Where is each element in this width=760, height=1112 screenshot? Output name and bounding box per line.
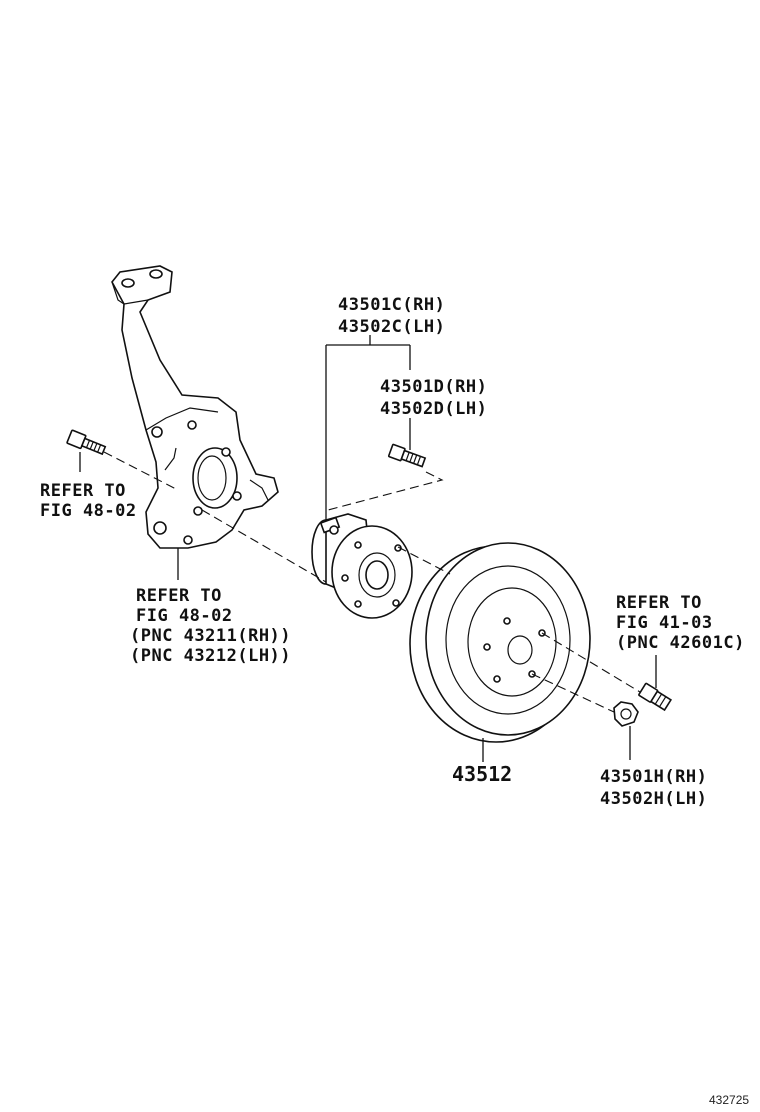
knuckle-pnc-rh: (PNC 43211(RH)) — [130, 626, 291, 646]
steering-knuckle — [111, 265, 279, 549]
wheel-stud — [638, 682, 673, 712]
leader-lines — [79, 335, 657, 762]
bolt-rh-label: 43501D(RH) — [380, 377, 487, 397]
disc-rotor — [409, 542, 591, 743]
hub-lh-label: 43502C(LH) — [338, 317, 445, 337]
refer-left-line2: FIG 48-02 — [40, 501, 137, 521]
hub-bearing — [311, 513, 413, 619]
hub-nut — [613, 701, 639, 727]
rotor-label: 43512 — [452, 762, 512, 786]
hub-bolt — [387, 443, 427, 468]
hub-rh-label: 43501C(RH) — [338, 295, 445, 315]
bolt-lh-label: 43502D(LH) — [380, 399, 487, 419]
refer-right-line1: REFER TO — [616, 593, 702, 613]
knuckle-bolt — [66, 429, 107, 456]
refer-left-line1: REFER TO — [40, 481, 126, 501]
knuckle-pnc-lh: (PNC 43212(LH)) — [130, 646, 291, 666]
alignment-lines — [103, 451, 641, 713]
knuckle-refer-line2: FIG 48-02 — [136, 606, 233, 626]
nut-lh-label: 43502H(LH) — [600, 789, 707, 809]
diagram-code: 432725 — [709, 1093, 749, 1107]
refer-right-pnc: (PNC 42601C) — [616, 633, 745, 653]
nut-rh-label: 43501H(RH) — [600, 767, 707, 787]
refer-right-line2: FIG 41-03 — [616, 613, 713, 633]
knuckle-refer-line1: REFER TO — [136, 586, 222, 606]
